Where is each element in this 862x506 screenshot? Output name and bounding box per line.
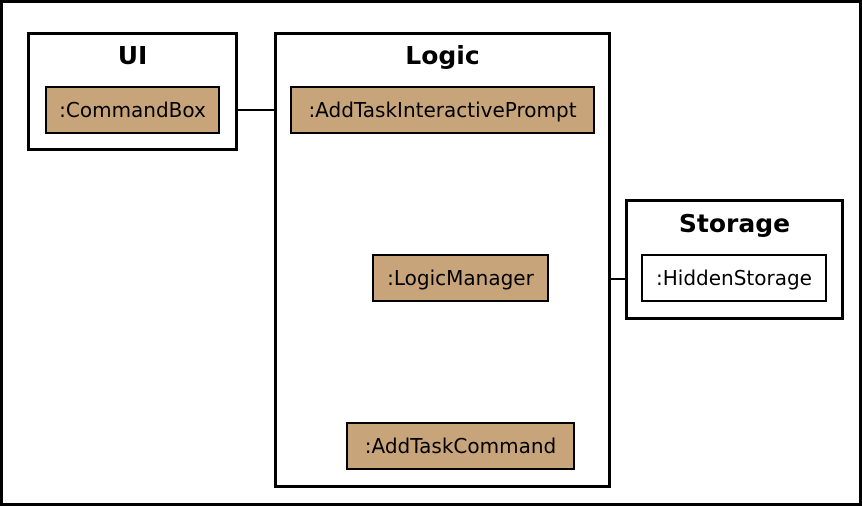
component-add-task-interactive-prompt: :AddTaskInteractivePrompt xyxy=(290,86,595,134)
package-title-logic: Logic xyxy=(405,41,480,70)
package-title-storage: Storage xyxy=(678,209,791,238)
component-hidden-storage: :HiddenStorage xyxy=(641,254,827,302)
component-add-task-command: :AddTaskCommand xyxy=(346,422,575,470)
component-command-box: :CommandBox xyxy=(45,86,220,134)
component-logic-manager: :LogicManager xyxy=(372,254,549,302)
package-title-ui: UI xyxy=(117,41,148,70)
